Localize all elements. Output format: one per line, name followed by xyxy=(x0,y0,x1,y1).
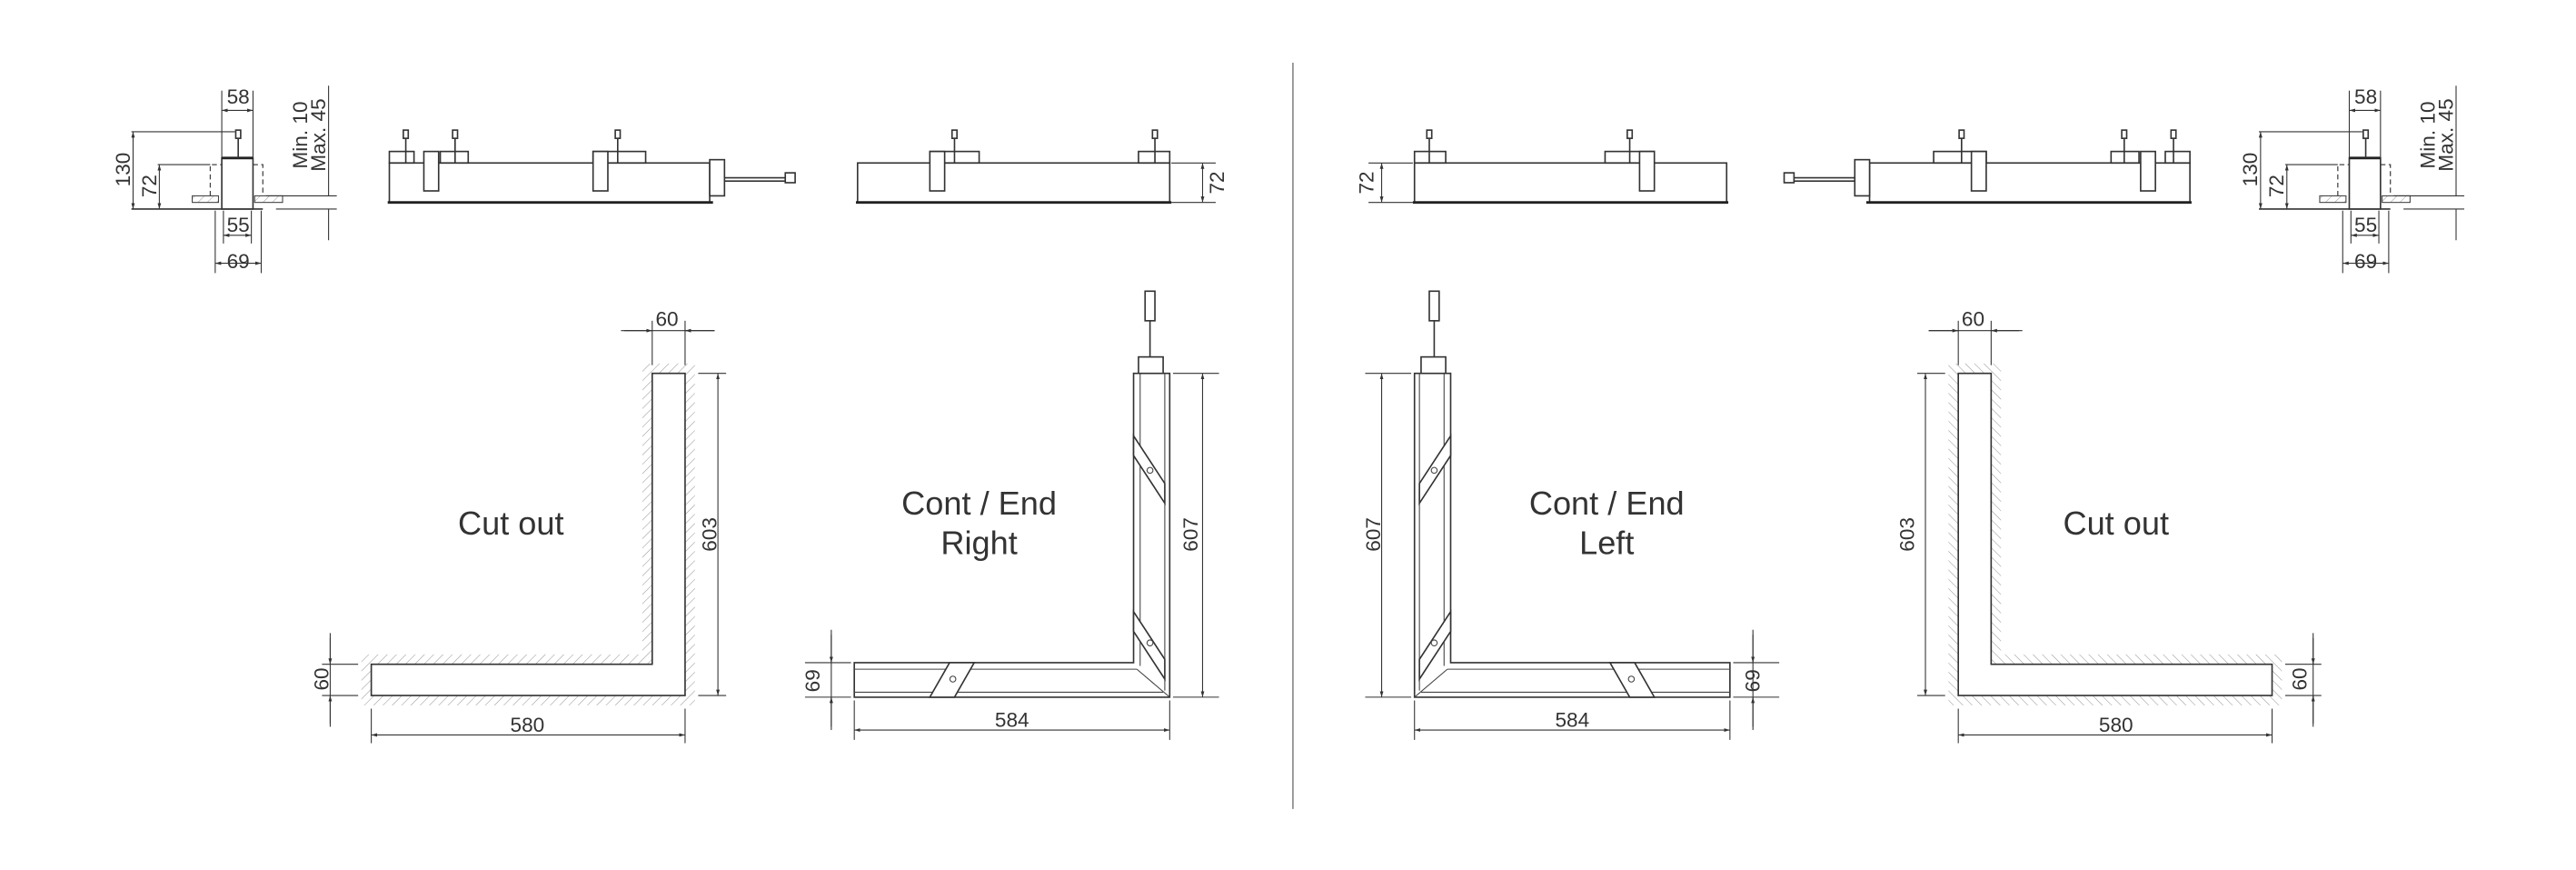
ceiling-min: Min. 10 xyxy=(289,101,312,168)
dim-69: 69 xyxy=(227,250,250,273)
dim-58: 58 xyxy=(227,85,250,108)
cutout-left-label: Cut out xyxy=(458,505,564,542)
cutout-left-bar-width: 60 xyxy=(311,667,333,690)
cutout-right-width: 60 xyxy=(1962,307,1984,330)
side-view-height-left: 72 xyxy=(1206,171,1228,194)
cont-right-label-2: Right xyxy=(940,525,1017,562)
dim-72: 72 xyxy=(2265,175,2288,197)
cont-left-label-1: Cont / End xyxy=(1529,485,1685,522)
ceiling-min: Min. 10 xyxy=(2417,101,2440,168)
cutout-right-horizontal: 580 xyxy=(2099,714,2133,736)
dim-55: 55 xyxy=(2354,214,2377,236)
cutout-right-label: Cut out xyxy=(2063,505,2169,542)
side-view-left xyxy=(856,130,1216,203)
cutout-right-vertical: 603 xyxy=(1895,517,1918,552)
profile-section-right: 130 72 58 55 69 Min. 10 Max. 45 xyxy=(2239,85,2464,273)
side-view-with-cable-right xyxy=(1783,128,2193,205)
cont-right-vertical: 607 xyxy=(1179,517,1202,552)
cutout-right-bar-width: 60 xyxy=(2288,667,2311,690)
side-view-right xyxy=(1368,130,1728,203)
dim-72: 72 xyxy=(138,175,161,197)
cont-left-label-2: Left xyxy=(1579,525,1634,562)
cutout-left-vertical: 603 xyxy=(698,517,721,552)
side-view-with-cable-left xyxy=(386,128,797,205)
cont-left-vertical: 607 xyxy=(1362,517,1385,552)
ceiling-max: Max. 45 xyxy=(2434,98,2457,171)
cutout-left-horizontal: 580 xyxy=(511,714,545,736)
dim-130: 130 xyxy=(2239,153,2262,187)
ceiling-max: Max. 45 xyxy=(307,98,330,171)
cont-right-horizontal: 584 xyxy=(995,708,1029,731)
cont-right-label-1: Cont / End xyxy=(901,485,1057,522)
dim-130: 130 xyxy=(112,153,134,187)
dim-55: 55 xyxy=(227,214,250,236)
cutout-left-width: 60 xyxy=(655,307,678,330)
cont-left-width: 69 xyxy=(1741,669,1764,692)
dim-69: 69 xyxy=(2354,250,2377,273)
profile-section-left: 130 72 58 55 69 Min. 10 Max. 45 xyxy=(112,85,337,273)
side-view-height-right: 72 xyxy=(1356,171,1378,194)
dim-58: 58 xyxy=(2354,85,2377,108)
cont-right-width: 69 xyxy=(801,669,824,692)
cont-left-horizontal: 584 xyxy=(1555,708,1589,731)
